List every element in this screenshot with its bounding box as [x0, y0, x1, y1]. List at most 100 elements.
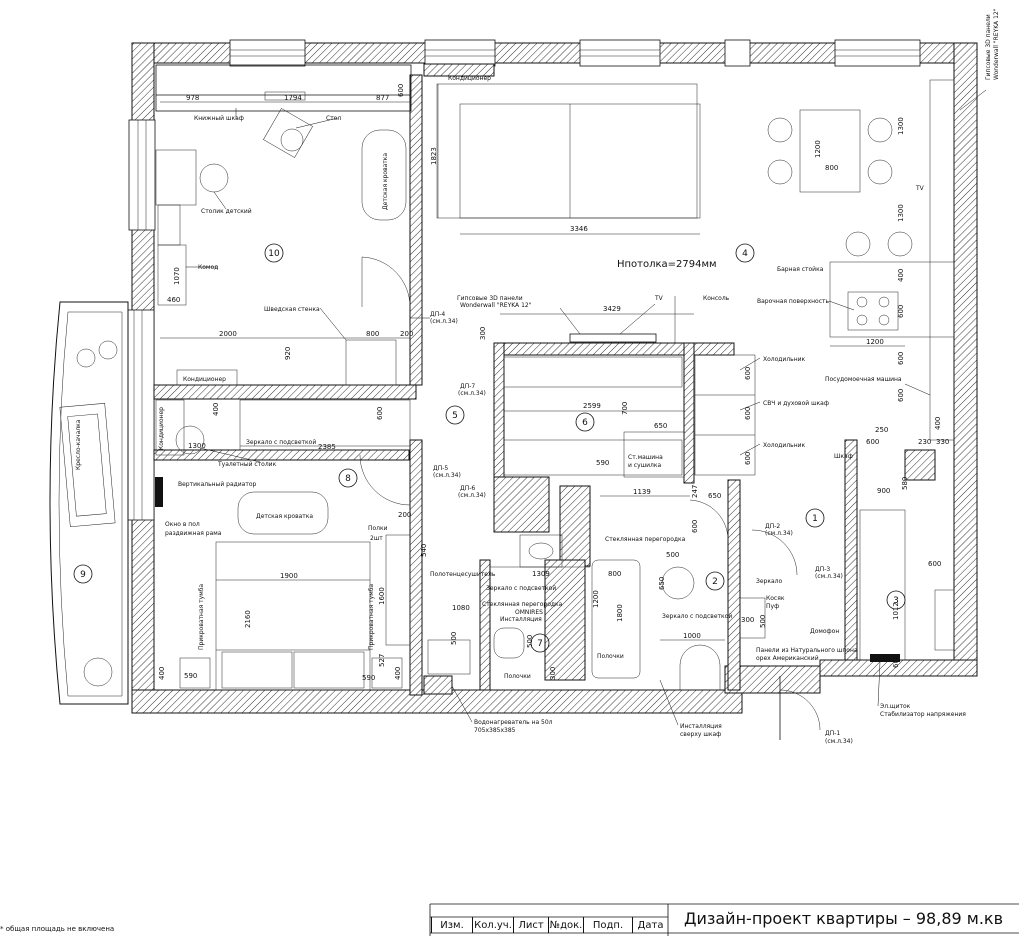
- label-detskaya-krovatka-10: Детская кроватка: [382, 153, 389, 210]
- label-prikrovatnaya-1: Прикроватная тумба: [198, 584, 205, 650]
- dim-500b: 500: [450, 632, 458, 645]
- label-shkaf: Шкаф: [834, 453, 853, 460]
- label-polochki-2: Полочки: [597, 653, 624, 660]
- label-zerkalo-podsvetka-3: Зеркало с подсветкой: [662, 613, 732, 620]
- label-vodonagrevatel-1: Водонагреватель на 50л: [474, 719, 553, 726]
- windows: [123, 39, 921, 521]
- dim-590b: 590: [184, 672, 197, 680]
- label-kosyak: Косяк: [766, 595, 785, 602]
- label-polochki-1: Полочки: [504, 673, 531, 680]
- label-razdvizhnaya-rama: раздвижная рама: [165, 530, 222, 537]
- room-number-3: 3: [893, 596, 899, 606]
- label-stir-mashina-2: и сушилка: [628, 462, 662, 469]
- label-paneli-2: орех Американский: [756, 655, 819, 662]
- label-varochnaya: Варочная поверхность: [757, 298, 830, 305]
- label-tualetny-stolik: Туалетный столик: [217, 461, 277, 468]
- dim-3429: 3429: [603, 305, 621, 313]
- room-10: [155, 64, 412, 386]
- room-number-10: 10: [268, 249, 280, 259]
- label-dp7-ref: (см.л.34): [458, 390, 486, 397]
- label-tv: TV: [654, 295, 664, 302]
- room-4: [436, 79, 955, 476]
- dim-300c: 300: [741, 616, 754, 624]
- label-polotencesushitel: Полотенцесушитель: [430, 571, 496, 578]
- label-domofon: Домофон: [810, 628, 839, 635]
- dim-400a: 400: [212, 403, 220, 416]
- label-dp6: ДП-6: [460, 485, 475, 492]
- dim-580: 580: [901, 477, 909, 490]
- dim-1600: 1600: [378, 587, 386, 605]
- dim-877: 877: [376, 94, 389, 102]
- tb-list: Лист: [513, 917, 548, 933]
- label-stolik-detsky: Столик детский: [201, 208, 252, 215]
- dim-800b: 800: [825, 164, 838, 172]
- label-shvedskaya-stenka: Шведская стенка: [264, 306, 320, 313]
- label-kreslo: Кресло-качалка: [75, 419, 82, 470]
- tb-izm: Изм.: [431, 917, 472, 933]
- label-konsol: Консоль: [703, 295, 730, 302]
- label-gipsovye-right-2: Wonderwall "REYKA 12": [993, 8, 1000, 80]
- dim-230: 230: [918, 438, 931, 446]
- label-dp3-ref: (см.л.34): [815, 573, 843, 580]
- dim-300a: 300: [479, 327, 487, 340]
- dim-800a: 800: [366, 330, 379, 338]
- label-paneli-1: Панели из Натурального шпона: [756, 647, 858, 654]
- dim-900: 900: [877, 487, 890, 495]
- tb-podp: Подп.: [583, 917, 632, 933]
- room-8: [155, 399, 411, 691]
- label-detskaya-krovatka-8: Детская кроватка: [256, 513, 313, 520]
- project-title: Дизайн-проект квартиры – 98,89 м.кв: [683, 908, 1004, 928]
- label-kondicioner-8: Кондиционер: [158, 407, 165, 450]
- dim-250: 250: [875, 426, 888, 434]
- room-number-9: 9: [80, 570, 86, 580]
- dim-978: 978: [186, 94, 199, 102]
- dim-247: 247: [691, 485, 699, 498]
- dim-600h: 600: [897, 389, 905, 402]
- dim-1794: 1794: [284, 94, 302, 102]
- dim-800c: 800: [608, 570, 621, 578]
- dim-1300b: 1300: [897, 117, 905, 135]
- label-zerkalo-podsvetka-2: Зеркало с подсветкой: [486, 585, 556, 592]
- tb-kol: Кол.уч.: [472, 917, 513, 933]
- dim-500a: 500: [666, 551, 679, 559]
- label-dp2-ref: (см.л.34): [765, 530, 793, 537]
- label-svch: СВЧ и духовой шкаф: [763, 400, 829, 407]
- label-pufik: Пуф: [766, 603, 779, 610]
- interior-walls: [153, 63, 936, 696]
- dimensions: 978 1794 877 600 1823 3346 1070 460 2000…: [158, 84, 949, 682]
- label-dp7: ДП-7: [460, 383, 475, 390]
- label-dp4: ДП-4: [430, 311, 445, 318]
- label-omnires: OMNIRES: [515, 609, 543, 616]
- dim-400d: 400: [394, 667, 402, 680]
- dim-650b: 650: [708, 492, 721, 500]
- leader-lines: [186, 89, 987, 726]
- label-stol: Стол: [326, 115, 341, 122]
- label-vertikalny-radiator: Вертикальный радиатор: [178, 481, 257, 488]
- label-gipsovye-right-1: Гипсовые 3D панели: [985, 14, 992, 80]
- label-dp3: ДП-3: [815, 566, 830, 573]
- label-tv-right: TV: [915, 185, 925, 192]
- dim-600f: 600: [897, 305, 905, 318]
- dim-1080: 1080: [452, 604, 470, 612]
- dim-1000: 1000: [683, 632, 701, 640]
- label-stir-mashina-1: Ст.машина: [628, 454, 663, 461]
- label-polki: Полки: [368, 525, 388, 532]
- bathrooms: [427, 499, 766, 691]
- dim-600c: 600: [744, 407, 752, 420]
- label-vodonagrevatel-2: 705х385х385: [474, 727, 516, 734]
- dim-1139: 1139: [633, 488, 651, 496]
- dim-700: 700: [621, 402, 629, 415]
- dim-460: 460: [167, 296, 180, 304]
- dim-330: 330: [936, 438, 949, 446]
- label-gipsovye-1: Гипсовые 3D панели: [457, 295, 523, 302]
- dim-1070: 1070: [173, 267, 181, 285]
- dim-540: 540: [420, 544, 428, 557]
- footnote: * общая площадь не включена: [0, 925, 115, 933]
- dim-400c: 400: [158, 667, 166, 680]
- room-number-2: 2: [712, 577, 718, 587]
- label-dp1: ДП-1: [825, 730, 840, 737]
- room-number-8: 8: [345, 474, 351, 484]
- label-holodilnik-1: Холодильник: [763, 356, 806, 363]
- dim-1200b: 1200: [866, 338, 884, 346]
- label-kondicioner-top: Кондиционер: [448, 75, 491, 82]
